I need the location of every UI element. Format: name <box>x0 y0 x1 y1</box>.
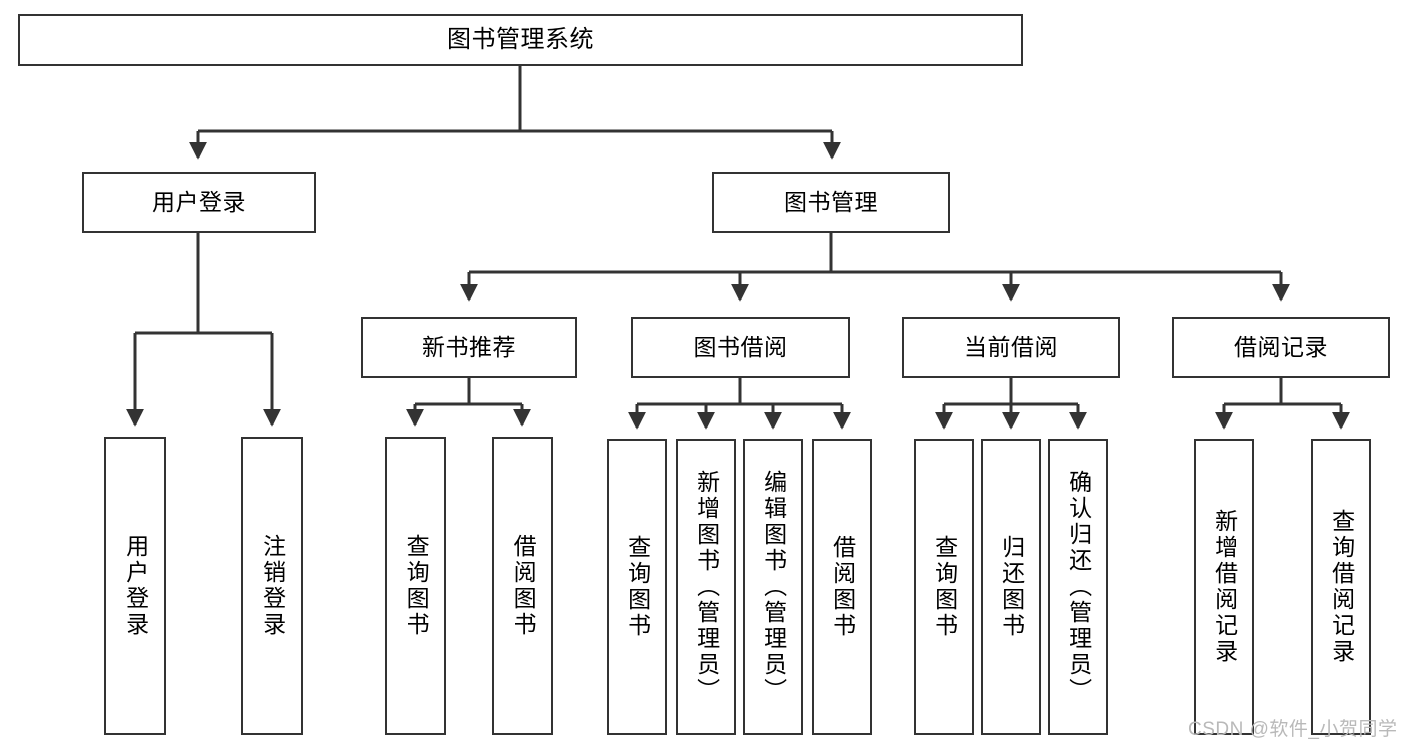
node-leaf-query-book-1[interactable]: 查询图书 <box>385 437 446 735</box>
node-book-management-label: 图书管理 <box>784 188 878 215</box>
node-leaf-query-book-1-label: 查询图书 <box>403 534 430 638</box>
node-leaf-add-record-label: 新增借阅记录 <box>1211 509 1238 665</box>
csdn-watermark: CSDN @软件_小贺同学 <box>1188 719 1398 740</box>
node-borrow-record[interactable]: 借阅记录 <box>1172 317 1390 378</box>
node-leaf-add-book-label: 新增图书（管理员） <box>693 470 720 704</box>
node-leaf-borrow-book-2-label: 借阅图书 <box>829 535 856 639</box>
node-current-borrow-label: 当前借阅 <box>964 333 1058 360</box>
node-leaf-borrow-book-1[interactable]: 借阅图书 <box>492 437 553 735</box>
node-leaf-query-record-label: 查询借阅记录 <box>1328 509 1355 665</box>
node-leaf-edit-book[interactable]: 编辑图书（管理员） <box>743 439 803 735</box>
node-book-borrow-label: 图书借阅 <box>693 333 788 360</box>
node-leaf-borrow-book-2[interactable]: 借阅图书 <box>812 439 872 735</box>
node-leaf-query-record[interactable]: 查询借阅记录 <box>1311 439 1371 735</box>
node-leaf-logout-login-label: 注销登录 <box>259 534 286 638</box>
node-leaf-return-book-label: 归还图书 <box>998 535 1025 639</box>
node-book-borrow[interactable]: 图书借阅 <box>631 317 850 378</box>
node-leaf-user-login-label: 用户登录 <box>122 534 149 638</box>
node-leaf-confirm-return-label: 确认归还（管理员） <box>1065 470 1092 704</box>
node-leaf-query-book-3-label: 查询图书 <box>931 535 958 639</box>
node-leaf-query-book-2[interactable]: 查询图书 <box>607 439 667 735</box>
node-current-borrow[interactable]: 当前借阅 <box>902 317 1120 378</box>
node-leaf-borrow-book-1-label: 借阅图书 <box>510 534 537 638</box>
node-new-book-recommend[interactable]: 新书推荐 <box>361 317 577 378</box>
node-root[interactable]: 图书管理系统 <box>18 14 1023 66</box>
node-user-login[interactable]: 用户登录 <box>82 172 316 233</box>
node-book-management[interactable]: 图书管理 <box>712 172 950 233</box>
node-leaf-confirm-return[interactable]: 确认归还（管理员） <box>1048 439 1108 735</box>
node-leaf-user-login[interactable]: 用户登录 <box>104 437 166 735</box>
node-leaf-edit-book-label: 编辑图书（管理员） <box>760 470 787 704</box>
node-leaf-query-book-2-label: 查询图书 <box>624 535 651 639</box>
node-new-book-recommend-label: 新书推荐 <box>422 333 516 360</box>
node-leaf-add-record[interactable]: 新增借阅记录 <box>1194 439 1254 735</box>
node-leaf-add-book[interactable]: 新增图书（管理员） <box>676 439 736 735</box>
node-user-login-label: 用户登录 <box>152 188 246 215</box>
node-leaf-query-book-3[interactable]: 查询图书 <box>914 439 974 735</box>
node-leaf-logout-login[interactable]: 注销登录 <box>241 437 303 735</box>
node-root-label: 图书管理系统 <box>447 25 594 53</box>
node-borrow-record-label: 借阅记录 <box>1234 333 1328 360</box>
node-leaf-return-book[interactable]: 归还图书 <box>981 439 1041 735</box>
